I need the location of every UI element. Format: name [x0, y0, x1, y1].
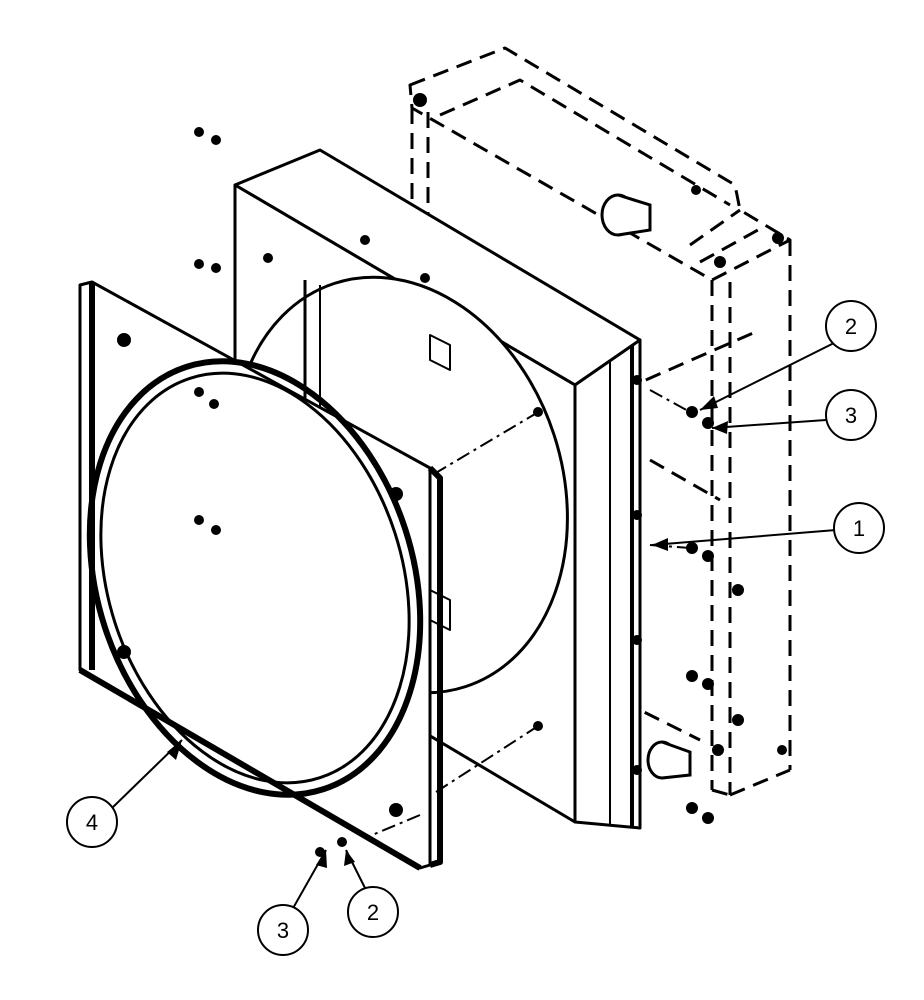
ring-plate-holes	[117, 333, 403, 817]
assembly-center-lines	[364, 389, 691, 839]
loose-fasteners-left	[194, 127, 221, 535]
callout-3-lower: 3	[257, 904, 309, 956]
leader-arrowheads	[167, 396, 728, 868]
callout-2-upper: 2	[825, 300, 877, 352]
svg-text:3: 3	[845, 403, 857, 428]
callout-3-upper: 3	[825, 389, 877, 441]
svg-text:4: 4	[86, 810, 98, 835]
callout-2-lower: 2	[347, 886, 399, 938]
svg-text:2: 2	[367, 900, 379, 925]
callout-4: 4	[66, 796, 118, 848]
svg-text:2: 2	[845, 314, 857, 339]
svg-text:3: 3	[277, 918, 289, 943]
callout-1: 1	[833, 502, 885, 554]
radiator-fasteners	[413, 93, 787, 756]
loose-fasteners-right	[315, 406, 714, 857]
radiator-hose-stubs	[600, 193, 692, 780]
svg-text:1: 1	[853, 516, 865, 541]
